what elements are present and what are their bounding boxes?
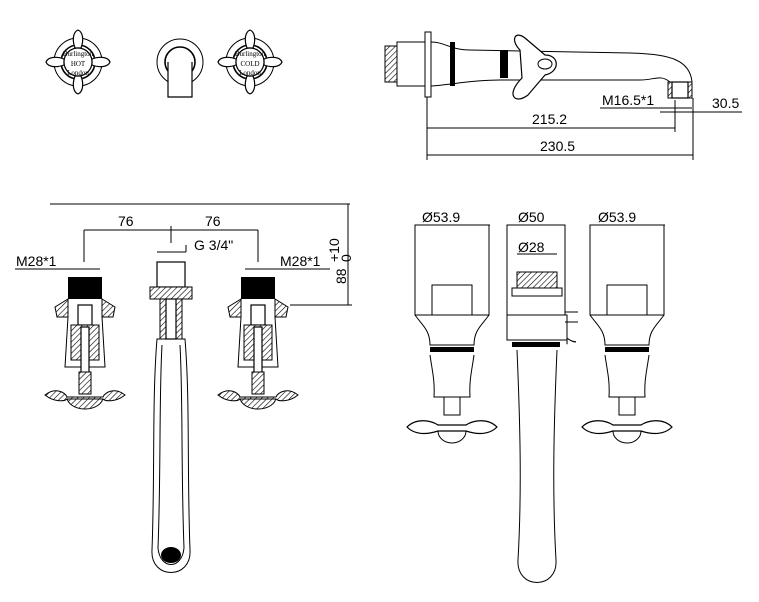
spout-plan [156,38,204,98]
side-view: M16.5*1 30.5 215.2 230.5 [384,31,742,160]
outlet-depth-label: 30.5 [712,95,739,111]
tolerance-minus: 0 [338,254,354,262]
cold-handle: Burlington COLD London [217,29,283,95]
cold-brand: Burlington [235,50,266,58]
tolerance-plus: +10 [326,238,342,262]
gap-label: 7 [563,337,579,345]
front-elevation: Ø53.9 Ø50 Ø53.9 Ø28 7 [406,209,673,583]
length-to-outlet-label: 215.2 [532,111,567,127]
right-diameter-label: Ø53.9 [598,209,636,225]
top-view: Burlington HOT London Burlington COLD Lo… [45,29,283,98]
right-valve-section [217,276,299,410]
hot-label: HOT [71,60,86,68]
hot-brand: Burlington [63,50,94,58]
outlet-thread-label: M16.5*1 [602,92,654,108]
cold-label: COLD [240,60,259,68]
spout-thread-label: G 3/4" [194,237,233,253]
right-valve-elevation [581,224,673,444]
valve-thread-left-label: M28*1 [16,253,57,269]
left-diameter-label: Ø53.9 [422,209,460,225]
hot-sub: London [67,69,89,77]
valve-thread-right-label: M28*1 [280,253,321,269]
overall-length-label: 230.5 [540,138,575,154]
spout-section [149,261,193,573]
thread-diameter-label: Ø28 [518,239,545,255]
cold-sub: London [239,69,261,77]
left-valve-section [44,276,126,410]
hot-handle: Burlington HOT London [45,29,111,95]
left-valve-elevation [406,224,498,444]
spout-elevation: 7 [506,224,579,583]
height-label: 88 [333,268,349,284]
front-section: 76 76 G 3/4" M28*1 M28*1 88 +10 0 [15,203,354,573]
spacing-right-label: 76 [205,213,221,229]
spacing-left-label: 76 [118,213,134,229]
spout-diameter-label: Ø50 [518,209,545,225]
